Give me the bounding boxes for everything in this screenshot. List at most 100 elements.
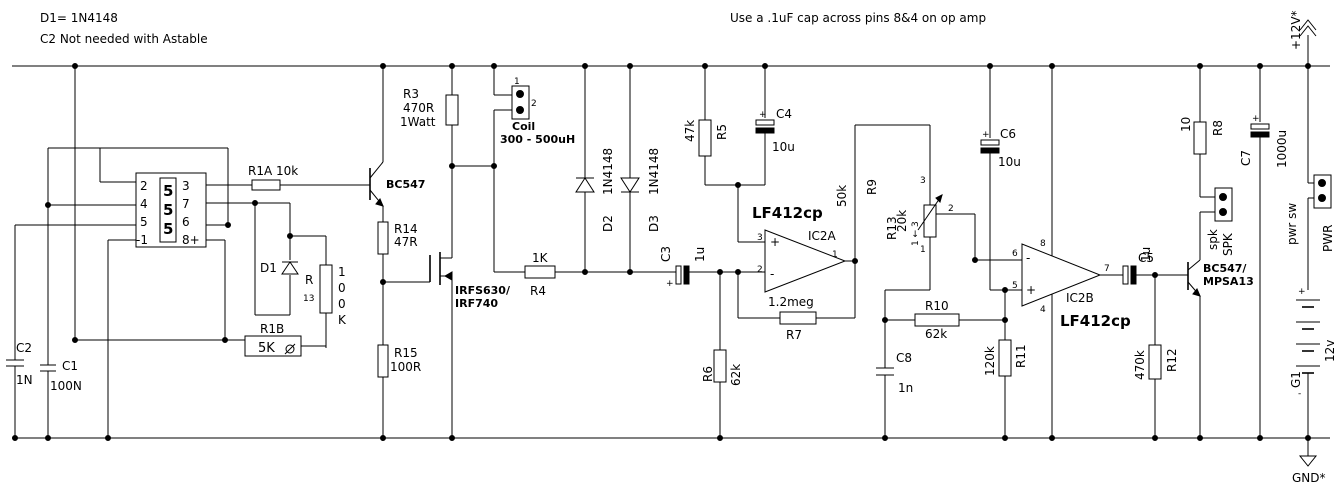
coil-connector[interactable] bbox=[511, 85, 530, 120]
coil-pin1: 1 bbox=[514, 77, 520, 87]
ic2a-pin-plus: 3 bbox=[757, 233, 763, 243]
r13a-char-4: K bbox=[338, 313, 347, 327]
ic555-label-2: 5 bbox=[163, 201, 173, 219]
c1-name: C1 bbox=[62, 359, 78, 373]
r14-name: R14 bbox=[394, 222, 418, 236]
r12-value: 470k bbox=[1133, 350, 1147, 380]
r13a-num: 13 bbox=[303, 294, 314, 304]
c4-value: 10u bbox=[772, 140, 795, 154]
c7-plate-a bbox=[1250, 123, 1270, 130]
ic2b-plus-sign: + bbox=[1026, 283, 1036, 297]
note-d1: D1= 1N4148 bbox=[40, 11, 118, 25]
r13-pot-arrow-icon bbox=[935, 194, 943, 203]
c2-value: 1N bbox=[16, 373, 33, 387]
c5-name: C5 bbox=[1138, 251, 1154, 265]
note-opamp-cap: Use a .1uF cap across pins 8&4 on op amp bbox=[730, 11, 986, 25]
coil-name: Coil bbox=[512, 120, 535, 133]
ic2b-pin-v8: 8 bbox=[1040, 239, 1046, 249]
ic555-pin3: 3 bbox=[182, 179, 190, 193]
mosfet-arrow-icon bbox=[443, 271, 453, 281]
note-c2: C2 Not needed with Astable bbox=[40, 32, 208, 46]
r3-power: 1Watt bbox=[400, 115, 436, 129]
r13a-name: R bbox=[305, 273, 313, 287]
r13-pin1: 1 bbox=[920, 245, 926, 255]
r13a-char-1: 1 bbox=[338, 265, 346, 279]
ic555-label-3: 5 bbox=[163, 220, 173, 238]
r14-value: 47R bbox=[394, 235, 418, 249]
r8-name: R8 bbox=[1211, 120, 1225, 136]
c5-plate-b bbox=[1130, 265, 1137, 285]
r12-resistor bbox=[1148, 344, 1162, 380]
c3-value: 1u bbox=[693, 247, 707, 262]
q1-arrow-icon bbox=[375, 198, 384, 207]
r13a-resistor bbox=[319, 264, 333, 314]
r3-name: R3 bbox=[403, 87, 419, 101]
ic555-pin2: 2 bbox=[140, 179, 148, 193]
r13a-char-3: 0 bbox=[338, 297, 346, 311]
r15-resistor bbox=[377, 344, 389, 378]
q2-part2: MPSA13 bbox=[1203, 275, 1254, 288]
c4-plate-a bbox=[755, 119, 775, 126]
c3-plate-b bbox=[683, 265, 690, 285]
ic2a-name: IC2A bbox=[808, 229, 837, 243]
r13-value: 20k bbox=[895, 210, 909, 232]
d1-name: D1 bbox=[260, 261, 277, 275]
q2-arrow-icon bbox=[1192, 288, 1201, 297]
ic555-pin8: 8+ bbox=[182, 233, 200, 247]
r15-value: 100R bbox=[390, 360, 421, 374]
ic2b-minus-sign: - bbox=[1026, 251, 1030, 265]
r13-pin3: 3 bbox=[920, 176, 926, 186]
r1a-resistor bbox=[251, 179, 281, 191]
ic2b-pin-out: 7 bbox=[1104, 264, 1110, 274]
c8-value: 1n bbox=[898, 381, 913, 395]
r5-value: 47k bbox=[683, 120, 697, 142]
d3-part: 1N4148 bbox=[647, 148, 661, 195]
ic2b-pin-plus: 5 bbox=[1012, 281, 1018, 291]
q2-part1: BC547/ bbox=[1203, 262, 1247, 275]
vcc-arrow-icon bbox=[1299, 19, 1317, 37]
ic2a-part: LF412cp bbox=[752, 204, 823, 222]
pwr-name: pwr sw bbox=[1285, 203, 1299, 245]
ic2a-pin-out: 1 bbox=[832, 250, 838, 260]
r7-name: R7 bbox=[786, 328, 802, 342]
r15-name: R15 bbox=[394, 346, 418, 360]
spk-name: spk bbox=[1206, 229, 1220, 250]
r10-resistor bbox=[914, 313, 960, 327]
pwr-label: PWR bbox=[1321, 225, 1335, 252]
c2-name: C2 bbox=[16, 341, 32, 355]
r5-name: R5 bbox=[715, 124, 729, 140]
c5-value: 1u bbox=[1139, 247, 1153, 262]
c7-plate-b bbox=[1250, 131, 1270, 138]
r7-value: 1.2meg bbox=[768, 295, 814, 309]
pwr-connector[interactable] bbox=[1313, 174, 1332, 209]
r4-value: 1K bbox=[532, 251, 549, 265]
c7-value: 1000u bbox=[1275, 130, 1289, 168]
ic555-pin4: 4 bbox=[140, 197, 148, 211]
r6-name: R6 bbox=[701, 366, 715, 382]
r12-name: R12 bbox=[1165, 348, 1179, 372]
c7-name: C7 bbox=[1239, 150, 1253, 166]
d3-diode-icon bbox=[620, 177, 640, 193]
r13a-char-2: 0 bbox=[338, 281, 346, 295]
d2-name: D2 bbox=[601, 215, 615, 232]
r8-resistor bbox=[1193, 121, 1207, 155]
spk-connector[interactable] bbox=[1214, 187, 1233, 222]
svg-text:-: - bbox=[1298, 389, 1301, 399]
ic555-pin1: -1 bbox=[136, 233, 148, 247]
r6-resistor bbox=[713, 349, 727, 383]
d2-diode-icon bbox=[575, 177, 595, 193]
c8-name: C8 bbox=[896, 351, 912, 365]
coil-pin2: 2 bbox=[531, 99, 537, 109]
ic555-label-1: 5 bbox=[163, 182, 173, 200]
r10-value: 62k bbox=[925, 327, 947, 341]
r9-name: R9 bbox=[865, 179, 879, 195]
c4-plate-b bbox=[755, 127, 775, 134]
r13-pins: 1 ← 3 bbox=[911, 221, 921, 246]
gnd-label: GND* bbox=[1292, 471, 1326, 485]
r9-value: 50k bbox=[835, 185, 849, 207]
r1b-name: R1B bbox=[260, 322, 284, 336]
r13-pot[interactable] bbox=[923, 204, 937, 238]
ic2b-pin-minus: 6 bbox=[1012, 249, 1018, 259]
ic2b-triangle bbox=[1021, 243, 1102, 307]
junction-dots bbox=[12, 63, 1311, 441]
